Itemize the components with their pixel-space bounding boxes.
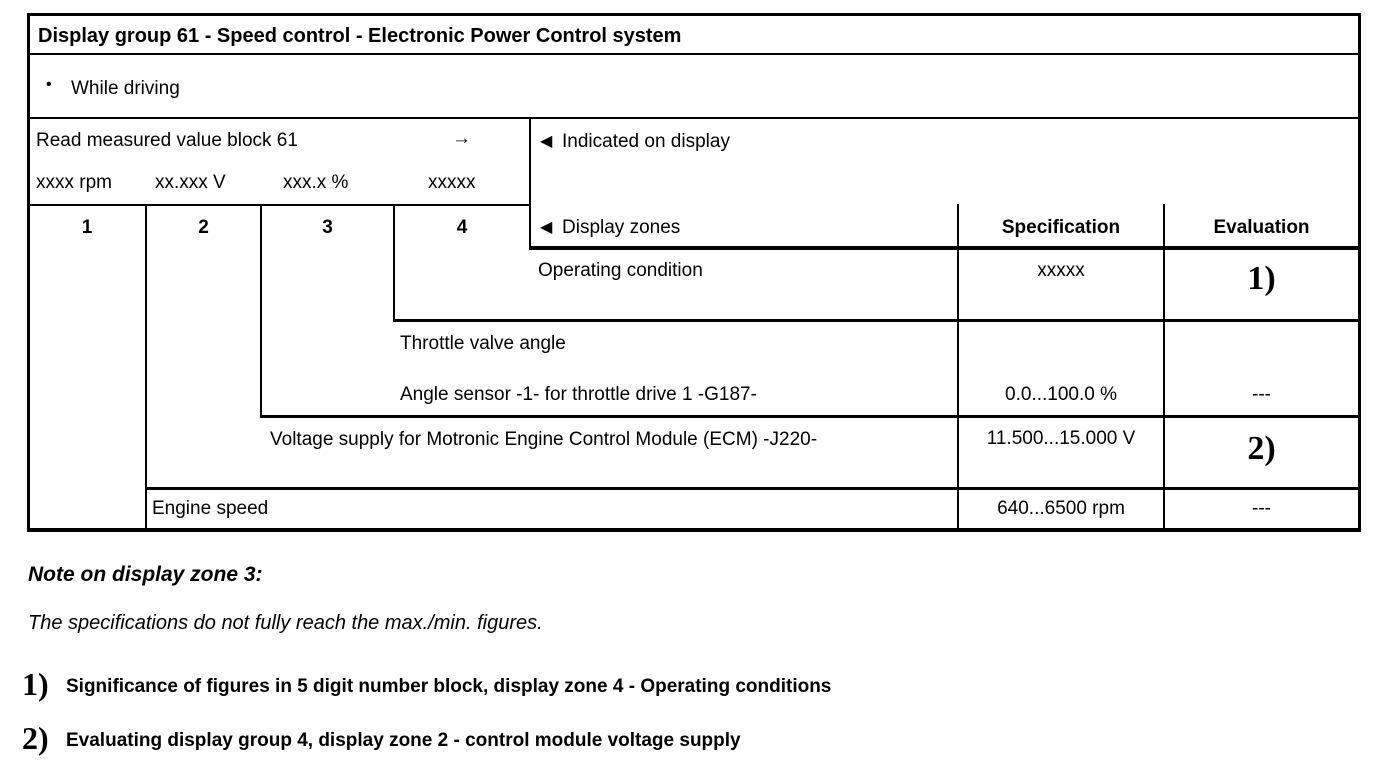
row-throttle-sublabel: Angle sensor -1- for throttle drive 1 -G… [400, 384, 757, 405]
divider-readcell-right [529, 117, 531, 249]
row-voltage-label: Voltage supply for Motronic Engine Contr… [270, 429, 818, 450]
table-border-right [1358, 13, 1361, 532]
row-throttle-label: Throttle valve angle [400, 333, 566, 354]
display-zones-label: Display zones [562, 217, 681, 238]
zone-number-2: 2 [198, 217, 209, 238]
left-triangle-icon: ◀ [540, 219, 557, 236]
read-block-label: Read measured value block 61 [36, 130, 298, 151]
rule-below-row-throttle [260, 415, 1361, 418]
rule-below-title [27, 53, 1361, 55]
indicated-on-display-label: Indicated on display [562, 131, 730, 152]
row-engine-eval: --- [1252, 498, 1271, 519]
rule-below-display-format [27, 204, 531, 206]
rule-below-row-voltage [145, 487, 1361, 490]
divider-zone3-zone4 [393, 204, 395, 321]
right-arrow-icon: → [452, 128, 471, 149]
zone-number-4: 4 [456, 217, 468, 238]
row-voltage-eval-footnote-ref: 2) [1247, 430, 1276, 467]
row-throttle-eval: --- [1252, 384, 1271, 405]
rule-below-condition [27, 117, 1361, 119]
row-voltage-spec: 11.500...15.000 V [986, 428, 1136, 449]
row-operating-label: Operating condition [538, 260, 703, 281]
zone-number-1: 1 [81, 217, 93, 238]
table-border-left [27, 13, 30, 532]
condition-label: While driving [71, 78, 180, 99]
footnote-1-marker: 1) [22, 666, 49, 702]
display-format-zone4: xxxxx [428, 172, 476, 193]
specification-header: Specification [1001, 217, 1121, 238]
note-body: The specifications do not fully reach th… [28, 612, 543, 634]
note-heading: Note on display zone 3: [28, 563, 263, 586]
row-operating-spec: xxxxx [1037, 260, 1085, 281]
evaluation-header: Evaluation [1213, 217, 1310, 238]
display-format-zone2: xx.xxx V [155, 172, 226, 193]
row-engine-label: Engine speed [152, 498, 269, 519]
row-throttle-spec: 0.0...100.0 % [1005, 384, 1117, 405]
rule-below-zones-header [529, 246, 1361, 250]
condition-bullet-icon: • [46, 76, 52, 93]
row-operating-eval-footnote-ref: 1) [1247, 260, 1276, 297]
divider-evaluation-left [1163, 204, 1165, 530]
divider-zone2-zone3 [260, 204, 262, 417]
page-title: Display group 61 - Speed control - Elect… [38, 25, 682, 47]
footnote-2-marker: 2) [22, 720, 49, 756]
footnote-1-text: Significance of figures in 5 digit numbe… [66, 676, 832, 697]
zone-number-3: 3 [322, 217, 333, 238]
divider-specification-left [957, 204, 959, 530]
row-engine-spec: 640...6500 rpm [997, 498, 1125, 519]
display-format-zone3: xxx.x % [283, 172, 349, 193]
divider-zone1-zone2 [145, 204, 147, 530]
table-border-top [27, 13, 1361, 16]
rule-below-row-operating [393, 319, 1361, 322]
left-triangle-icon: ◀ [540, 133, 557, 150]
table-border-bottom [27, 528, 1361, 532]
display-format-zone1: xxxx rpm [36, 172, 112, 193]
footnote-2-text: Evaluating display group 4, display zone… [66, 730, 741, 751]
